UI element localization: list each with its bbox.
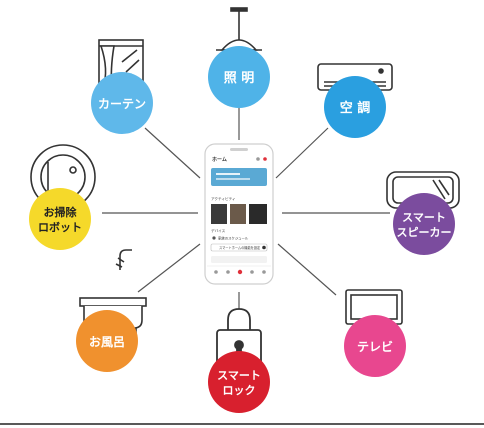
- aircon-label: 空 調: [340, 100, 371, 116]
- bath-badge: [76, 310, 138, 372]
- banner-line: [216, 178, 250, 180]
- device-aircon: 空 調: [317, 63, 393, 138]
- device-tv: テレビ: [344, 289, 406, 377]
- tab-notify-icon[interactable]: [250, 270, 254, 274]
- curtain-label: カーテン: [98, 97, 146, 111]
- row2-text: スマートホームの機能を設定: [219, 245, 261, 250]
- television-icon: [345, 289, 403, 333]
- device-curtain: カーテン: [91, 39, 153, 134]
- tv-badge: [344, 315, 406, 377]
- calendar-icon: [212, 236, 216, 240]
- phone-notch: [230, 148, 248, 151]
- hero-banner[interactable]: [211, 168, 267, 186]
- lock-label-line2: ロック: [223, 384, 256, 397]
- photo-tile[interactable]: [230, 204, 246, 224]
- lock-badge: [208, 351, 270, 413]
- aircon-badge: [324, 76, 386, 138]
- device-robot: お掃除 ロボット: [29, 144, 96, 250]
- tv-label: テレビ: [357, 339, 393, 354]
- tab-center-icon[interactable]: [237, 269, 243, 275]
- tab-devices-icon[interactable]: [226, 270, 230, 274]
- app-title: ホーム: [212, 156, 227, 163]
- row1-text[interactable]: 家族のスケジュール: [218, 236, 249, 241]
- section-recent-label: アクティビティ: [211, 196, 236, 201]
- curtain-badge: [91, 72, 153, 134]
- light-badge: [208, 46, 270, 108]
- setup-row[interactable]: [210, 243, 268, 252]
- bath-label: お風呂: [89, 335, 125, 349]
- lock-label-line1: スマート: [217, 369, 261, 382]
- robot-badge: [29, 188, 91, 250]
- bell-icon[interactable]: [256, 157, 260, 161]
- robot-label-line2: ロボット: [38, 220, 82, 234]
- device-bath: お風呂: [76, 249, 147, 372]
- photo-tile[interactable]: [249, 204, 267, 224]
- device-light: 照 明: [208, 7, 270, 108]
- settings-icon[interactable]: [263, 157, 267, 161]
- photo-tile[interactable]: [211, 204, 227, 224]
- smartphone-hub: ホーム アクティビティ デバイス 家族のスケジュール スマートホームの機能を設定: [204, 143, 274, 285]
- banner-line: [216, 173, 240, 175]
- arrow-icon: [262, 245, 266, 250]
- tab-home-icon[interactable]: [214, 270, 218, 274]
- tab-menu-icon[interactable]: [262, 270, 266, 274]
- connector-lines: [102, 100, 390, 310]
- info-row[interactable]: [211, 256, 267, 263]
- device-lock: スマート ロック: [208, 308, 270, 413]
- speaker-label-line2: スピーカー: [397, 226, 452, 239]
- speaker-label-line1: スマート: [402, 211, 446, 224]
- robot-label-line1: お掃除: [44, 205, 78, 219]
- section-devices-label: デバイス: [211, 228, 226, 233]
- light-label: 照 明: [224, 71, 255, 86]
- speaker-badge: [393, 193, 455, 255]
- device-speaker: スマート スピーカー: [386, 171, 460, 255]
